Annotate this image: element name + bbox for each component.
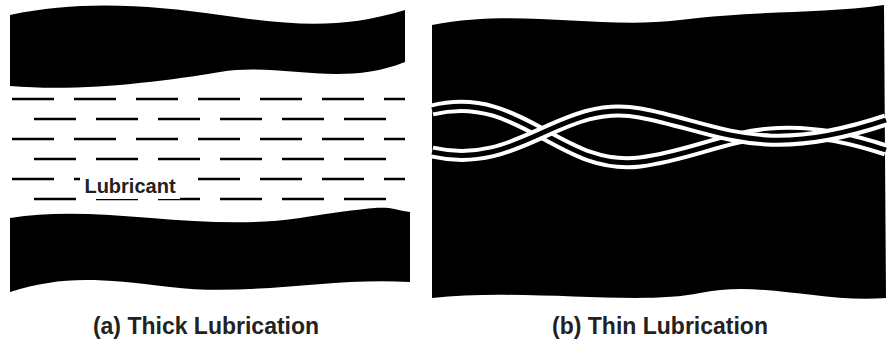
lubricant-dash bbox=[282, 158, 324, 161]
lubricant-film bbox=[12, 99, 405, 199]
lubricant-dash bbox=[220, 158, 262, 161]
lubricant-dash bbox=[34, 198, 76, 201]
upper-surface bbox=[10, 6, 405, 88]
boundary-film bbox=[432, 106, 886, 163]
lubricant-dash bbox=[384, 138, 405, 141]
contacting-surfaces bbox=[432, 5, 886, 299]
boundary-film-outline bbox=[432, 111, 886, 155]
lubricant-dash bbox=[158, 118, 200, 121]
lubricant-dash bbox=[12, 98, 54, 101]
lubricant-dash bbox=[322, 138, 364, 141]
lubricant-dash bbox=[260, 98, 302, 101]
lubricant-dash bbox=[12, 138, 54, 141]
boundary-film-outline bbox=[432, 106, 886, 163]
lubricant-dash bbox=[158, 158, 200, 161]
lubricant-dash bbox=[260, 178, 302, 181]
lubricant-dash bbox=[344, 198, 386, 201]
lubricant-dash bbox=[260, 138, 302, 141]
thin-lubrication-panel bbox=[432, 5, 886, 299]
lubricant-dash bbox=[12, 178, 54, 181]
lubricant-dash bbox=[282, 198, 324, 201]
lubricant-dash bbox=[34, 158, 76, 161]
figure-caption: (a) Thick Lubrication bbox=[89, 312, 323, 340]
boundary-film bbox=[432, 111, 886, 155]
lubricant-dash bbox=[220, 118, 262, 121]
thick-lubrication-panel bbox=[10, 6, 410, 292]
lower-surface bbox=[10, 208, 410, 292]
lubricant-dash bbox=[220, 198, 262, 201]
lubricant-dash bbox=[282, 118, 324, 121]
lubricant-dash bbox=[96, 158, 138, 161]
lubricant-dash bbox=[136, 138, 178, 141]
lubricant-dash bbox=[74, 138, 116, 141]
lubricant-dash bbox=[322, 98, 364, 101]
lubricant-dash bbox=[384, 98, 405, 101]
lubricant-dash bbox=[384, 178, 405, 181]
lubricant-dash bbox=[344, 118, 386, 121]
lubricant-dash bbox=[96, 118, 138, 121]
lubricant-dash bbox=[198, 98, 240, 101]
lubricant-label: Lubricant bbox=[80, 174, 179, 199]
lubricant-dash bbox=[322, 178, 364, 181]
lubricant-dash bbox=[198, 138, 240, 141]
lubricant-dash bbox=[198, 178, 240, 181]
lubricant-dash bbox=[344, 158, 386, 161]
lubricant-dash bbox=[136, 98, 178, 101]
lubricant-dash bbox=[74, 98, 116, 101]
figure-caption: (b) Thin Lubrication bbox=[548, 312, 772, 340]
lubricant-dash bbox=[34, 118, 76, 121]
